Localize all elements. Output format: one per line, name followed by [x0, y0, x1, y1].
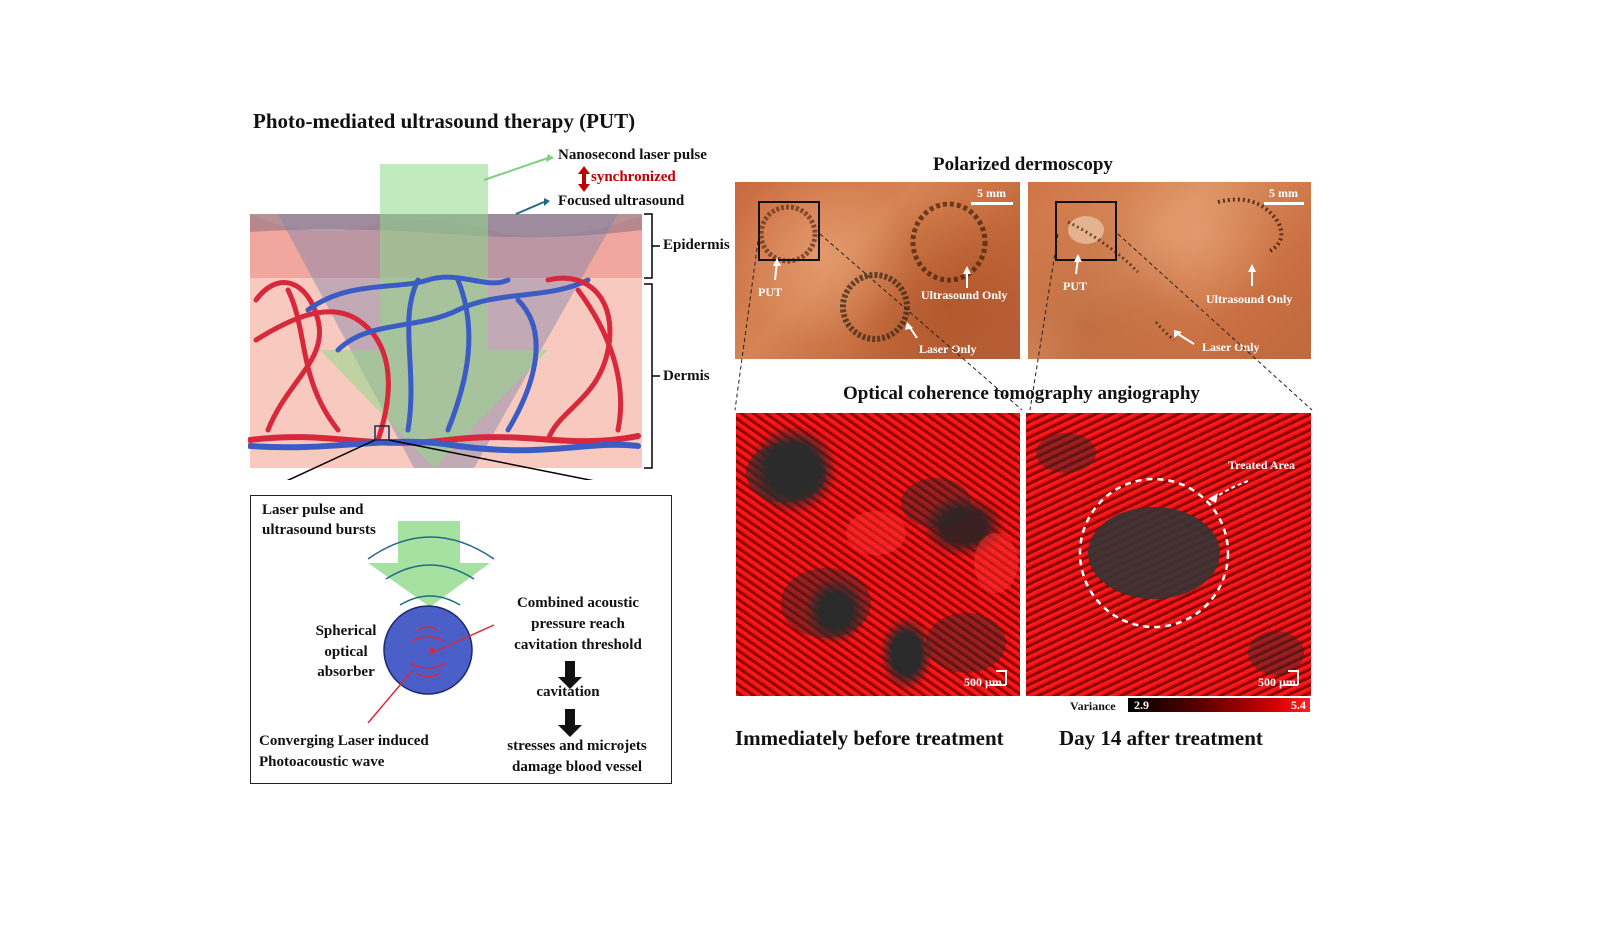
ultrasound-arc [367, 536, 495, 560]
put-label: PUT [1063, 279, 1087, 293]
laser-beam-arrow [320, 164, 548, 468]
octa-after-image: Treated Area 500 µm [1026, 413, 1311, 696]
zoom-box [758, 201, 820, 261]
ultrasound-arc [399, 595, 461, 606]
ultrasound-only-label: Ultrasound Only [921, 288, 1008, 302]
photoacoustic-wave-label: Converging Laser induced Photoacoustic w… [259, 733, 429, 770]
dermis-label: Dermis [663, 368, 710, 384]
cavitation-inset [250, 495, 672, 784]
scale-bar [971, 202, 1013, 205]
caption-after: Day 14 after treatment [1059, 726, 1263, 750]
dermoscopy-before-image: 5 mm PUT Ultrasound Only Laser Only [735, 182, 1020, 359]
focus-region-box [374, 425, 390, 441]
dermoscopy-title: Polarized dermoscopy [933, 154, 1113, 175]
variance-max: 5.4 [1291, 698, 1306, 712]
laser-pulse-arrow [368, 521, 490, 607]
synchronized-arrow [578, 166, 590, 192]
zoom-box [1055, 201, 1117, 261]
laser-only-lesion [840, 272, 910, 342]
scale-label: 5 mm [977, 186, 1006, 200]
focused-ultrasound-label: Focused ultrasound [558, 193, 685, 209]
treated-area-circle [1078, 477, 1230, 629]
oct-title: Optical coherence tomography angiography [843, 383, 1200, 404]
dermoscopy-after-image: 5 mm PUT Ultrasound Only Laser Only [1028, 182, 1311, 359]
variance-min: 2.9 [1134, 698, 1149, 712]
projection-lines [734, 233, 1313, 411]
down-arrow [558, 661, 582, 689]
caption-before: Immediately before treatment [735, 726, 1004, 750]
variance-label: Variance [1070, 699, 1116, 713]
down-arrow [558, 709, 582, 737]
scale-label: 500 µm [1258, 675, 1296, 689]
scale-bar [1264, 202, 1304, 205]
octa-before-image: 500 µm [736, 413, 1020, 696]
variance-colorbar: 2.9 5.4 [1128, 698, 1310, 712]
put-title: Photo-mediated ultrasound therapy (PUT) [253, 109, 636, 133]
combined-pressure-label: Combined acoustic pressure reach cavitat… [514, 595, 642, 653]
cavitation-diagram [367, 521, 582, 737]
blood-vessels [248, 274, 641, 454]
synchronized-label: synchronized [591, 169, 676, 185]
scale-label: 500 µm [964, 675, 1002, 689]
spherical-absorber [383, 605, 473, 695]
absorber-label: Spherical optical absorber [315, 623, 377, 680]
laser-only-label: Laser Only [1202, 340, 1260, 354]
treated-area-label: Treated Area [1228, 458, 1295, 472]
epidermis-bracket [644, 213, 653, 279]
laser-only-label: Laser Only [919, 342, 977, 356]
ultrasound-only-label: Ultrasound Only [1206, 292, 1293, 306]
scale-label: 5 mm [1269, 186, 1298, 200]
epidermis-label: Epidermis [663, 237, 730, 253]
laser-pulse-label: Nanosecond laser pulse [558, 147, 707, 163]
stresses-label: stresses and microjets damage blood vess… [507, 738, 647, 775]
treated-region [1088, 507, 1220, 599]
dermis-bracket [644, 283, 653, 469]
ultrasound-arc [385, 564, 475, 580]
ultrasound-only-lesion [910, 201, 988, 283]
cavitation-label: cavitation [536, 684, 600, 700]
skin-diagram [248, 154, 660, 480]
pulse-bursts-label: Laser pulse and ultrasound bursts [262, 502, 376, 538]
put-label: PUT [758, 285, 782, 299]
